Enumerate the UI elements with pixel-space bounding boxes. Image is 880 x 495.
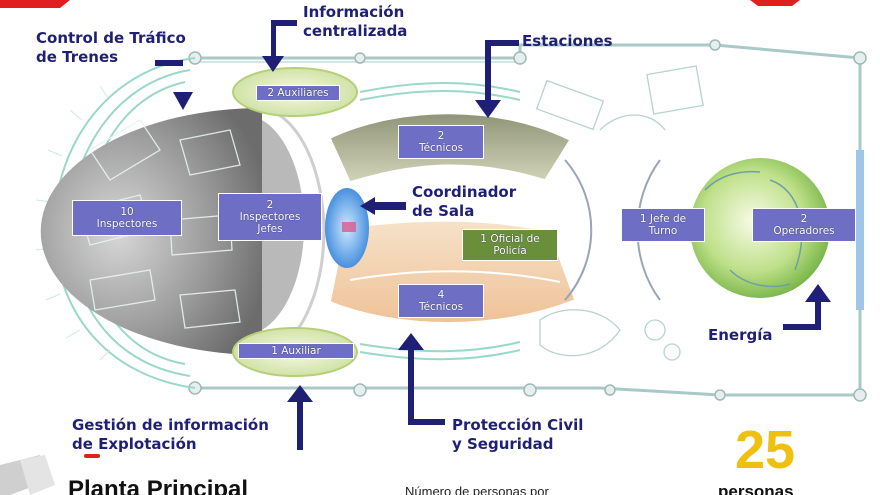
corner-mark-left <box>0 0 70 8</box>
label-line: Técnicos <box>418 142 464 154</box>
callout-line: de Sala <box>412 202 475 220</box>
callout-line: Gestión de información <box>72 416 269 434</box>
callout-proteccion: Protección Civil y Seguridad <box>452 416 583 454</box>
corridor-desks <box>359 82 521 361</box>
label-oficial-policia: 1 Oficial de Policía <box>462 229 558 261</box>
callout-line: de Explotación <box>72 435 197 453</box>
label-tecnicos-top: 2 Técnicos <box>398 125 484 159</box>
wall-posts <box>188 39 867 402</box>
label-tecnicos-bottom: 4 Técnicos <box>398 284 484 318</box>
label-auxiliares-top: 2 Auxiliares <box>256 85 340 101</box>
callout-line: Energía <box>708 326 773 344</box>
meeting-area <box>535 65 704 361</box>
callout-line: Coordinador <box>412 183 517 201</box>
label-line: 1 Oficial de <box>480 233 540 245</box>
corner-graphic <box>0 455 55 495</box>
label-inspectores-jefes: 2 Inspectores Jefes <box>218 193 322 241</box>
callout-line: Estaciones <box>522 32 613 50</box>
label-auxiliares-bottom: 1 Auxiliar <box>238 343 354 359</box>
people-count: 25 <box>735 420 796 480</box>
label-operadores: 2 Operadores <box>752 208 856 242</box>
page-title: Planta Principal <box>68 476 249 495</box>
label-line: 10 <box>120 206 134 218</box>
callout-coordinador: Coordinador de Sala <box>412 183 516 221</box>
label-line: 1 Jefe de <box>639 213 687 225</box>
callout-energia: Energía <box>708 326 773 345</box>
people-count-unit: personas <box>718 482 794 495</box>
callout-control-trafico: Control de Tráfico de Trenes <box>36 29 186 67</box>
callout-line: y Seguridad <box>452 435 554 453</box>
callout-line: Protección Civil <box>452 416 584 434</box>
subtitle: Número de personas por <box>405 484 549 495</box>
corner-mark-right <box>750 0 800 6</box>
label-line: Turno <box>648 225 678 237</box>
callout-info-centralizada: Información centralizada <box>303 3 407 41</box>
label-line: Operadores <box>773 225 835 237</box>
label-line: 2 Auxiliares <box>267 87 329 99</box>
label-line: 1 Auxiliar <box>271 345 321 357</box>
label-line: Inspectores <box>239 211 301 223</box>
callout-gestion: Gestión de información de Explotación <box>72 416 269 454</box>
callout-line: Información <box>303 3 405 21</box>
label-line: Inspectores <box>96 218 158 230</box>
callout-line: centralizada <box>303 22 408 40</box>
label-line: Técnicos <box>418 301 464 313</box>
label-line: 4 <box>437 289 445 301</box>
callout-line: de Trenes <box>36 48 119 66</box>
callout-arrows <box>155 20 831 450</box>
label-line: Policía <box>493 245 527 257</box>
label-jefe-turno: 1 Jefe de Turno <box>621 208 705 242</box>
red-underline-mark <box>84 454 100 458</box>
label-line: 2 <box>266 199 274 211</box>
label-line: 2 <box>800 213 808 225</box>
callout-estaciones: Estaciones <box>522 32 613 51</box>
callout-line: Control de Tráfico <box>36 29 186 47</box>
label-line: Jefes <box>257 223 283 235</box>
label-line: 2 <box>437 130 445 142</box>
label-inspectores: 10 Inspectores <box>72 200 182 236</box>
